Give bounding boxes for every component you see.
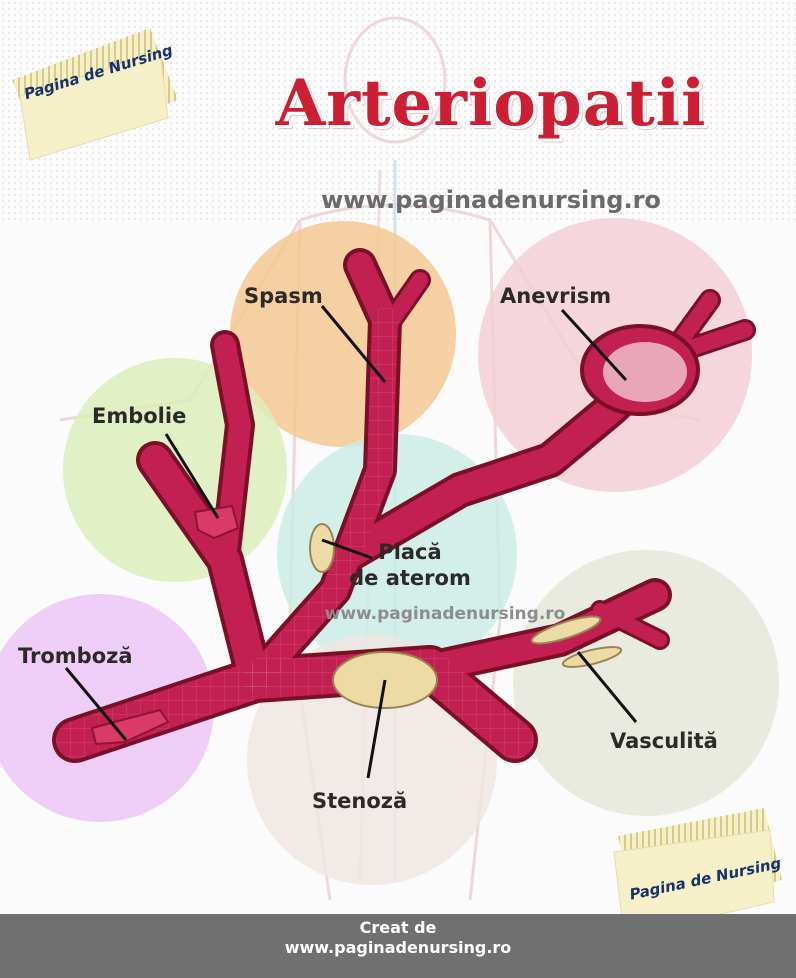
footer-bar: Creat de www.paginadenursing.ro (0, 914, 796, 978)
embolus (193, 504, 240, 540)
page-title: Arteriopatii (275, 66, 707, 141)
embolie-pointer (164, 433, 220, 519)
thrombus (90, 708, 170, 746)
aneurysm-highlight (603, 342, 687, 402)
spasm-pointer (320, 305, 387, 383)
website-url-middle: www.paginadenursing.ro (324, 604, 566, 624)
atheroma-plaque (309, 523, 335, 573)
label-tromboza: Tromboză (18, 644, 133, 668)
footer-credit: Creat de (359, 918, 437, 937)
label-stenoza: Stenoză (312, 789, 408, 813)
vasculitis-thickening-top (530, 615, 602, 645)
pointer-lines (64, 305, 638, 779)
vasculita-pointer (576, 651, 638, 723)
label-placa-de-aterom: Placă de aterom (330, 539, 490, 591)
vasculitis-thickening-bottom (561, 646, 623, 668)
placa-pointer (321, 538, 373, 560)
label-placa-line2: de aterom (349, 566, 471, 590)
ribbon-bottom (613, 808, 782, 937)
label-placa-line1: Placă (378, 540, 442, 564)
label-vasculita: Vasculită (610, 729, 718, 753)
label-anevrism: Anevrism (500, 284, 612, 308)
footer-website: www.paginadenursing.ro (284, 938, 512, 957)
ribbon-top (12, 28, 178, 161)
anevrism-pointer (560, 308, 628, 382)
tromboza-pointer (64, 667, 128, 741)
label-embolie: Embolie (92, 404, 187, 428)
website-url-top: www.paginadenursing.ro (321, 186, 661, 214)
label-spasm: Spasm (244, 284, 323, 308)
stenoza-pointer (366, 679, 387, 779)
